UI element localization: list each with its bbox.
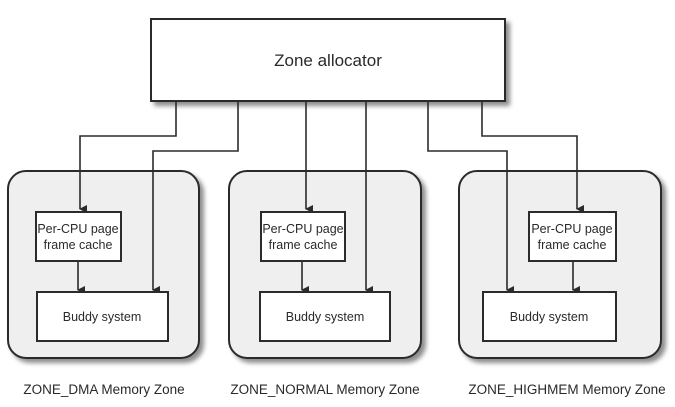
dma-cache-label-line2: frame cache [44, 238, 113, 252]
normal-per-cpu-cache-box: Per-CPU page frame cache [260, 211, 346, 262]
connector-highmem-buddy [427, 101, 514, 294]
normal-buddy-system-box: Buddy system [259, 291, 391, 342]
highmem-buddy-label: Buddy system [510, 310, 589, 324]
zone-highmem-caption: ZONE_HIGHMEM Memory Zone [468, 382, 665, 397]
normal-cache-label-line1: Per-CPU page [262, 222, 343, 236]
zone-dma-caption: ZONE_DMA Memory Zone [23, 382, 184, 397]
connector-dma-buddy [152, 101, 239, 294]
connector-dma-cache [79, 101, 177, 213]
highmem-buddy-system-box: Buddy system [482, 291, 617, 342]
dma-buddy-label: Buddy system [63, 310, 142, 324]
dma-buddy-system-box: Buddy system [36, 291, 169, 342]
dma-cache-label-line1: Per-CPU page [37, 222, 118, 236]
zone-allocator-label: Zone allocator [274, 51, 382, 70]
dma-per-cpu-cache-box: Per-CPU page frame cache [35, 211, 122, 262]
normal-buddy-label: Buddy system [286, 310, 365, 324]
normal-cache-label-line2: frame cache [269, 238, 338, 252]
zone-allocator-box: Zone allocator [150, 18, 506, 102]
highmem-cache-label-line2: frame cache [538, 238, 607, 252]
highmem-per-cpu-cache-box: Per-CPU page frame cache [528, 211, 617, 262]
connector-highmem-cache [481, 101, 584, 213]
highmem-cache-label-line1: Per-CPU page [531, 222, 612, 236]
zone-normal-caption: ZONE_NORMAL Memory Zone [230, 382, 419, 397]
